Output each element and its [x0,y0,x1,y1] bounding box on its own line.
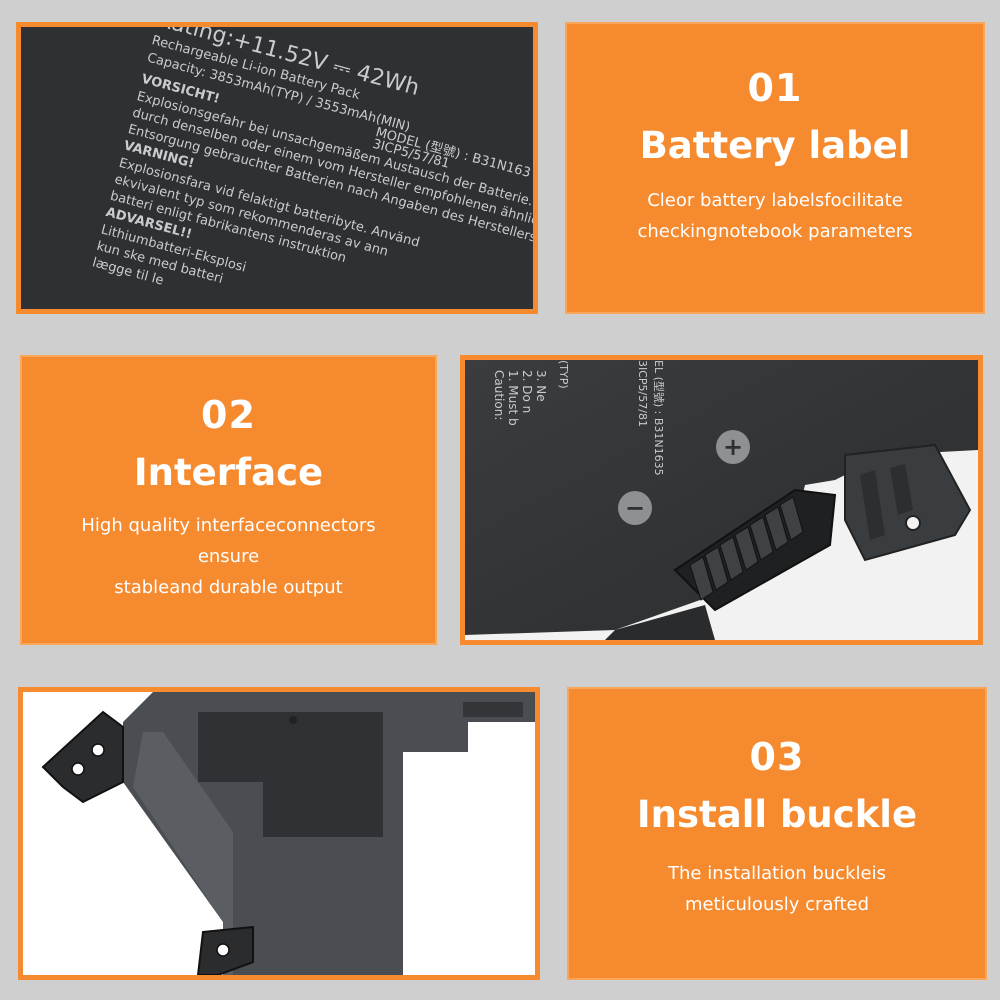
bracket-rib [890,464,913,515]
feature-card-battery-label: 01 Battery label Cleor battery labelsfoc… [565,22,985,314]
description-line: checkingnotebook parameters [637,221,913,242]
feature-description: High quality interfaceconnectors ensure … [81,510,375,603]
caution-line: Caution: [492,370,506,420]
bracket-screw-hole [905,515,921,531]
feature-number: 03 [749,735,805,779]
minus-terminal-icon [618,491,652,525]
feature-title: Battery label [639,124,911,167]
caution-line: 1. Must b [506,370,520,426]
spec-line: 3ICP5/57/81 [636,360,649,427]
description-line: ensure [197,546,260,567]
upper-buckle-hole [91,743,105,757]
casing-recess [198,712,383,837]
install-buckle-photo [18,687,540,980]
description-line: Cleor battery labelsfocilitate [647,190,903,211]
caution-text: Caution: 1. Must b 2. Do n 3. Ne [492,370,548,426]
typ-line: (TYP) [557,360,570,389]
battery-label-photo: Rating:+11.52V ⎓ 42Wh Rechargeable Li-io… [16,22,538,314]
description-line: High quality interfaceconnectors [81,515,376,536]
feature-number: 01 [747,66,803,110]
feature-title: Install buckle [636,793,918,836]
plus-symbol: + [723,433,743,461]
connector-pins [689,496,804,601]
feature-description: Cleor battery labelsfocilitate checkingn… [637,185,912,247]
model-line: EL (型號) : B31N1635 [652,360,666,476]
lower-buckle-hole [216,943,230,957]
description-line: meticulously crafted [684,894,870,915]
feature-description: The installation buckleis meticulously c… [668,858,886,920]
casing-highlight [133,732,233,975]
caution-line: 2. Do n [520,370,534,413]
label-text-block: Rating:+11.52V ⎓ 42Wh Rechargeable Li-io… [90,27,533,309]
casing-edge [463,702,523,717]
plus-terminal-icon [716,430,750,464]
battery-connector-illustration: + − Caution: 1. Must b 2. Do n 3. Ne EL … [465,360,978,640]
interface-photo: + − Caution: 1. Must b 2. Do n 3. Ne EL … [460,355,983,645]
bracket-rib [860,470,885,540]
typ-text-rotated: (TYP) [557,360,570,389]
feature-title: Interface [133,451,324,494]
description-line: The installation buckleis [668,863,886,884]
battery-buckle-illustration [41,692,535,975]
feature-card-install-buckle: 03 Install buckle The installation buckl… [567,687,987,980]
caution-line: 3. Ne [534,370,548,402]
feature-number: 02 [201,393,256,437]
feature-card-interface: 02 Interface High quality interfaceconne… [20,355,437,645]
lower-ledge [605,605,715,640]
description-line: stableand durable output [114,577,343,598]
minus-symbol: − [625,494,645,522]
model-text-rotated: EL (型號) : B31N1635 3ICP5/57/81 [636,360,666,476]
battery-body [465,360,978,635]
casing-dimple [289,716,297,724]
upper-buckle [41,710,124,804]
upper-buckle-hole [71,762,85,776]
